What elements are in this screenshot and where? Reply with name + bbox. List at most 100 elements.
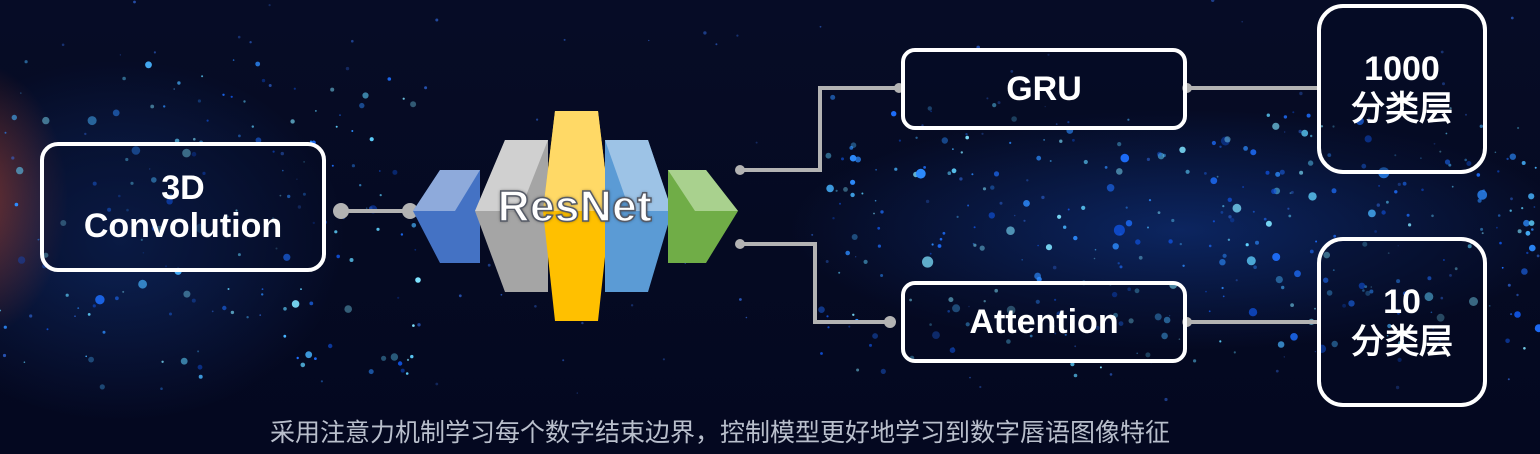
particle-dot: [271, 217, 275, 220]
particle-dot: [411, 223, 417, 228]
particle-dot: [1056, 311, 1063, 317]
particle-dot: [351, 39, 354, 43]
particle-dot: [222, 305, 227, 311]
classifier-10-count: 10: [1383, 283, 1421, 321]
attention-box: Attention: [901, 281, 1187, 363]
particle-dot: [1011, 116, 1017, 122]
particle-dot: [1314, 350, 1317, 353]
particle-dot: [1212, 220, 1215, 223]
particle-dot: [1041, 195, 1045, 200]
particle-dot: [302, 192, 306, 196]
particle-dot: [1104, 166, 1108, 169]
particle-dot: [1476, 173, 1481, 177]
particle-dot: [1368, 209, 1376, 218]
particle-dot: [227, 288, 230, 290]
particle-dot: [972, 242, 975, 245]
particle-dot: [1037, 244, 1039, 247]
particle-dot: [328, 343, 333, 349]
particle-dot: [1023, 219, 1026, 222]
particle-dot: [930, 110, 932, 113]
particle-dot: [1093, 257, 1096, 260]
particle-dot: [1424, 292, 1434, 302]
particle-dot: [102, 330, 106, 334]
particle-dot: [4, 131, 7, 134]
particle-dot: [1026, 179, 1029, 182]
particle-dot: [880, 368, 886, 374]
particle-dot: [1220, 136, 1230, 146]
particle-dot: [1521, 207, 1524, 210]
particle-dot: [951, 168, 957, 174]
particle-dot: [246, 227, 249, 229]
particle-dot: [211, 310, 214, 313]
particle-dot: [965, 135, 969, 140]
particle-dot: [283, 334, 287, 338]
particle-dot: [891, 111, 897, 117]
particle-dot: [1073, 235, 1078, 241]
particle-dot: [1271, 188, 1277, 194]
particle-dot: [1211, 0, 1215, 2]
particle-dot: [1290, 190, 1294, 194]
particle-dot: [1081, 205, 1086, 210]
particle-dot: [197, 364, 203, 370]
resnet-label: ResNet: [497, 181, 653, 232]
particle-dot: [869, 343, 872, 347]
particle-dot: [1219, 145, 1222, 148]
particle-dot: [915, 136, 918, 139]
particle-dot: [981, 132, 984, 135]
particle-dot: [14, 202, 19, 207]
particle-dot: [1454, 267, 1458, 271]
particle-dot: [898, 139, 902, 142]
particle-dot: [334, 230, 338, 234]
particle-dot: [1072, 138, 1075, 142]
particle-dot: [1263, 217, 1267, 221]
particle-dot: [1290, 333, 1298, 341]
particle-dot: [971, 173, 974, 176]
particle-dot: [282, 169, 284, 172]
particle-dot: [1431, 214, 1434, 218]
particle-dot: [1210, 177, 1218, 185]
particle-dot: [1420, 157, 1422, 160]
particle-dot: [1436, 313, 1445, 322]
particle-dot: [1496, 226, 1498, 229]
particle-dot: [92, 304, 96, 308]
particle-dot: [1397, 311, 1400, 315]
particle-dot: [922, 256, 934, 268]
particle-dot: [166, 198, 173, 205]
particle-dot: [1307, 160, 1314, 166]
particle-dot: [1006, 305, 1016, 315]
particle-dot: [1445, 132, 1448, 135]
particle-dot: [1528, 193, 1535, 200]
particle-dot: [1510, 313, 1513, 316]
particle-dot: [1394, 154, 1397, 157]
particle-dot: [1394, 190, 1398, 194]
particle-dot: [703, 31, 707, 35]
particle-dot: [17, 256, 26, 264]
resnet-block: [413, 111, 738, 321]
particle-dot: [1265, 170, 1270, 175]
particle-dot: [811, 233, 814, 236]
particle-dot: [1367, 117, 1371, 120]
classifier-1000-label: 分类层: [1351, 90, 1453, 128]
particle-dot: [1219, 259, 1226, 266]
particle-dot: [1292, 111, 1295, 114]
particle-dot: [16, 166, 24, 175]
particle-dot: [275, 247, 278, 250]
particle-dot: [1070, 362, 1075, 367]
particle-dot: [37, 238, 40, 241]
particle-dot: [77, 307, 80, 309]
particle-dot: [1275, 369, 1279, 373]
particle-dot: [1252, 210, 1255, 213]
particle-dot: [119, 54, 122, 56]
particle-dot: [1138, 255, 1143, 260]
particle-dot: [1021, 259, 1023, 261]
particle-dot: [952, 304, 961, 313]
particle-dot: [845, 250, 850, 256]
particle-dot: [830, 94, 836, 100]
particle-dot: [365, 207, 368, 209]
particle-dot: [850, 192, 855, 198]
particle-dot: [0, 309, 2, 312]
particle-dot: [1233, 351, 1236, 354]
particle-dot: [1482, 189, 1486, 193]
particle-dot: [85, 355, 87, 358]
particle-dot: [931, 243, 934, 246]
